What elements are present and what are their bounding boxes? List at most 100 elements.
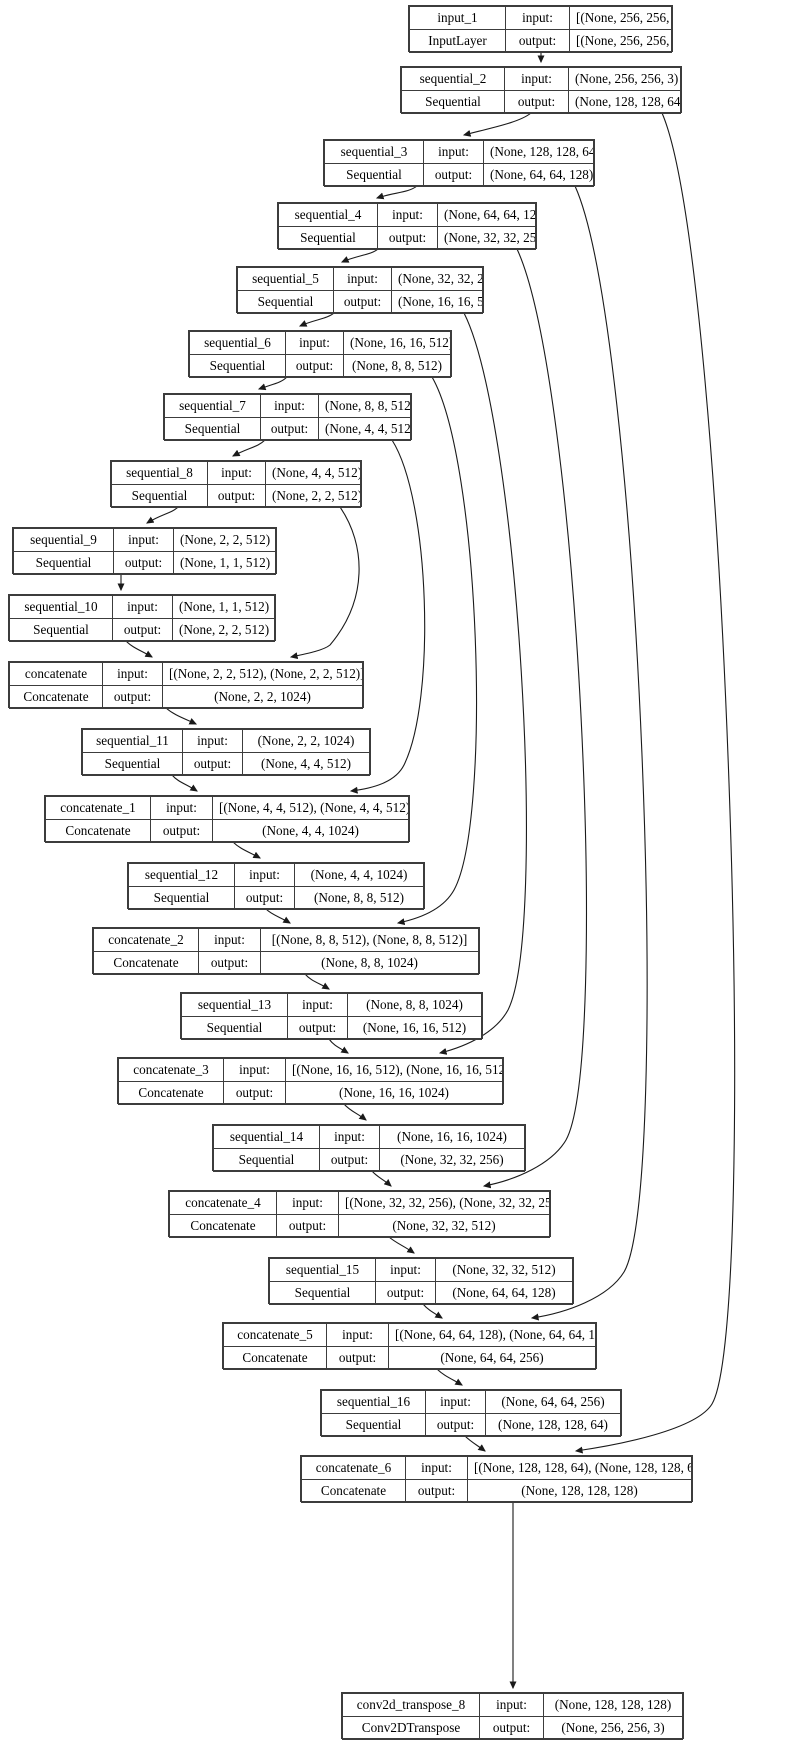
node-output-label: output: <box>207 484 266 508</box>
node-sequential_3[interactable]: sequential_3 input: (None, 128, 128, 64)… <box>323 139 595 187</box>
node-name: sequential_9 <box>13 528 114 552</box>
node-sequential_8[interactable]: sequential_8 input: (None, 4, 4, 512) Se… <box>110 460 362 508</box>
node-output-shape: (None, 16, 16, 512) <box>347 1016 482 1040</box>
node-name: concatenate_4 <box>169 1191 277 1215</box>
edge-concatenate_1-sequential_12 <box>232 841 261 859</box>
node-kind: Sequential <box>401 90 505 114</box>
node-kind: Sequential <box>128 886 235 910</box>
node-input-label: input: <box>285 331 344 355</box>
node-output-shape: (None, 128, 128, 128) <box>467 1479 692 1503</box>
node-output-label: output: <box>505 29 570 53</box>
edge-skip-sequential_2-concatenate_6 <box>574 112 736 1454</box>
edge-sequential_5-sequential_6 <box>298 312 335 327</box>
node-output-label: output: <box>425 1413 486 1437</box>
edge-skip-sequential_3-concatenate_5 <box>530 185 648 1321</box>
node-input-label: input: <box>287 993 348 1017</box>
node-input-label: input: <box>377 203 438 227</box>
node-kind: Sequential <box>324 163 424 187</box>
node-kind: Concatenate <box>301 1479 406 1503</box>
node-output-label: output: <box>112 618 173 642</box>
node-sequential_14[interactable]: sequential_14 input: (None, 16, 16, 1024… <box>212 1124 526 1172</box>
node-name: conv2d_transpose_8 <box>342 1693 480 1717</box>
node-input-shape: (None, 8, 8, 1024) <box>347 993 482 1017</box>
node-output-label: output: <box>504 90 569 114</box>
node-kind: Conv2DTranspose <box>342 1716 480 1740</box>
node-output-shape: (None, 2, 2, 512) <box>265 484 361 508</box>
node-input-label: input: <box>223 1058 286 1082</box>
node-sequential_4[interactable]: sequential_4 input: (None, 64, 64, 128) … <box>277 202 537 250</box>
node-input-label: input: <box>198 928 261 952</box>
node-input-label: input: <box>479 1693 544 1717</box>
node-input-shape: (None, 128, 128, 64) <box>483 140 594 164</box>
node-input-shape: (None, 16, 16, 512) <box>343 331 451 355</box>
node-input-shape: [(None, 32, 32, 256), (None, 32, 32, 256… <box>338 1191 550 1215</box>
node-input-shape: (None, 32, 32, 512) <box>435 1258 573 1282</box>
node-concatenate_3[interactable]: concatenate_3 input: [(None, 16, 16, 512… <box>117 1057 504 1105</box>
node-sequential_7[interactable]: sequential_7 input: (None, 8, 8, 512) Se… <box>163 393 412 441</box>
node-sequential_13[interactable]: sequential_13 input: (None, 8, 8, 1024) … <box>180 992 483 1040</box>
edge-skip-sequential_8-concatenate <box>289 506 360 660</box>
node-sequential_10[interactable]: sequential_10 input: (None, 1, 1, 512) S… <box>8 594 276 642</box>
node-output-shape: (None, 8, 8, 1024) <box>260 951 479 975</box>
node-output-shape: (None, 16, 16, 512) <box>391 290 483 314</box>
node-kind: Sequential <box>13 551 114 575</box>
node-kind: Sequential <box>189 354 286 378</box>
node-kind: InputLayer <box>409 29 506 53</box>
node-output-shape: (None, 4, 4, 512) <box>318 417 411 441</box>
node-output-label: output: <box>182 752 243 776</box>
node-concatenate_6[interactable]: concatenate_6 input: [(None, 128, 128, 6… <box>300 1455 693 1503</box>
node-output-label: output: <box>405 1479 468 1503</box>
node-sequential_6[interactable]: sequential_6 input: (None, 16, 16, 512) … <box>188 330 452 378</box>
node-sequential_9[interactable]: sequential_9 input: (None, 2, 2, 512) Se… <box>12 527 277 575</box>
node-input-label: input: <box>375 1258 436 1282</box>
node-name: sequential_6 <box>189 331 286 355</box>
node-kind: Concatenate <box>93 951 199 975</box>
node-sequential_2[interactable]: sequential_2 input: (None, 256, 256, 3) … <box>400 66 682 114</box>
node-input-label: input: <box>102 662 163 686</box>
node-output-shape: (None, 32, 32, 256) <box>437 226 536 250</box>
node-input-label: input: <box>182 729 243 753</box>
node-input_1[interactable]: input_1 input: [(None, 256, 256, 3)] Inp… <box>408 5 673 53</box>
node-input-shape: (None, 64, 64, 256) <box>485 1390 621 1414</box>
node-output-label: output: <box>319 1148 380 1172</box>
edge-sequential_14-concatenate_4 <box>371 1170 392 1187</box>
node-output-label: output: <box>479 1716 544 1740</box>
node-sequential_5[interactable]: sequential_5 input: (None, 32, 32, 256) … <box>236 266 484 314</box>
node-input-label: input: <box>326 1323 389 1347</box>
node-name: concatenate_3 <box>118 1058 224 1082</box>
edge-sequential_12-concatenate_2 <box>265 908 291 924</box>
node-conv2d_transpose_8[interactable]: conv2d_transpose_8 input: (None, 128, 12… <box>341 1692 684 1740</box>
node-concatenate[interactable]: concatenate input: [(None, 2, 2, 512), (… <box>8 661 364 709</box>
node-output-shape: (None, 2, 2, 512) <box>172 618 275 642</box>
node-name: concatenate_6 <box>301 1456 406 1480</box>
edge-sequential_2-sequential_3 <box>462 112 532 137</box>
node-name: sequential_4 <box>278 203 378 227</box>
node-input-shape: [(None, 16, 16, 512), (None, 16, 16, 512… <box>285 1058 503 1082</box>
node-output-label: output: <box>333 290 392 314</box>
node-concatenate_1[interactable]: concatenate_1 input: [(None, 4, 4, 512),… <box>44 795 410 843</box>
node-output-label: output: <box>287 1016 348 1040</box>
node-sequential_12[interactable]: sequential_12 input: (None, 4, 4, 1024) … <box>127 862 425 910</box>
node-name: concatenate_1 <box>45 796 151 820</box>
node-kind: Sequential <box>269 1281 376 1305</box>
node-sequential_16[interactable]: sequential_16 input: (None, 64, 64, 256)… <box>320 1389 622 1437</box>
node-input-label: input: <box>112 595 173 619</box>
node-output-label: output: <box>234 886 295 910</box>
node-sequential_11[interactable]: sequential_11 input: (None, 2, 2, 1024) … <box>81 728 371 776</box>
node-name: concatenate_2 <box>93 928 199 952</box>
node-input-shape: (None, 8, 8, 512) <box>318 394 411 418</box>
node-concatenate_4[interactable]: concatenate_4 input: [(None, 32, 32, 256… <box>168 1190 551 1238</box>
node-concatenate_2[interactable]: concatenate_2 input: [(None, 8, 8, 512),… <box>92 927 480 975</box>
node-sequential_15[interactable]: sequential_15 input: (None, 32, 32, 512)… <box>268 1257 574 1305</box>
node-input-label: input: <box>405 1456 468 1480</box>
node-output-label: output: <box>276 1214 339 1238</box>
node-input-label: input: <box>234 863 295 887</box>
node-input-shape: (None, 16, 16, 1024) <box>379 1125 525 1149</box>
node-output-label: output: <box>423 163 484 187</box>
node-input-shape: [(None, 64, 64, 128), (None, 64, 64, 128… <box>388 1323 596 1347</box>
node-name: sequential_13 <box>181 993 288 1017</box>
node-kind: Concatenate <box>45 819 151 843</box>
node-kind: Sequential <box>213 1148 320 1172</box>
node-concatenate_5[interactable]: concatenate_5 input: [(None, 64, 64, 128… <box>222 1322 597 1370</box>
node-input-shape: (None, 2, 2, 1024) <box>242 729 370 753</box>
